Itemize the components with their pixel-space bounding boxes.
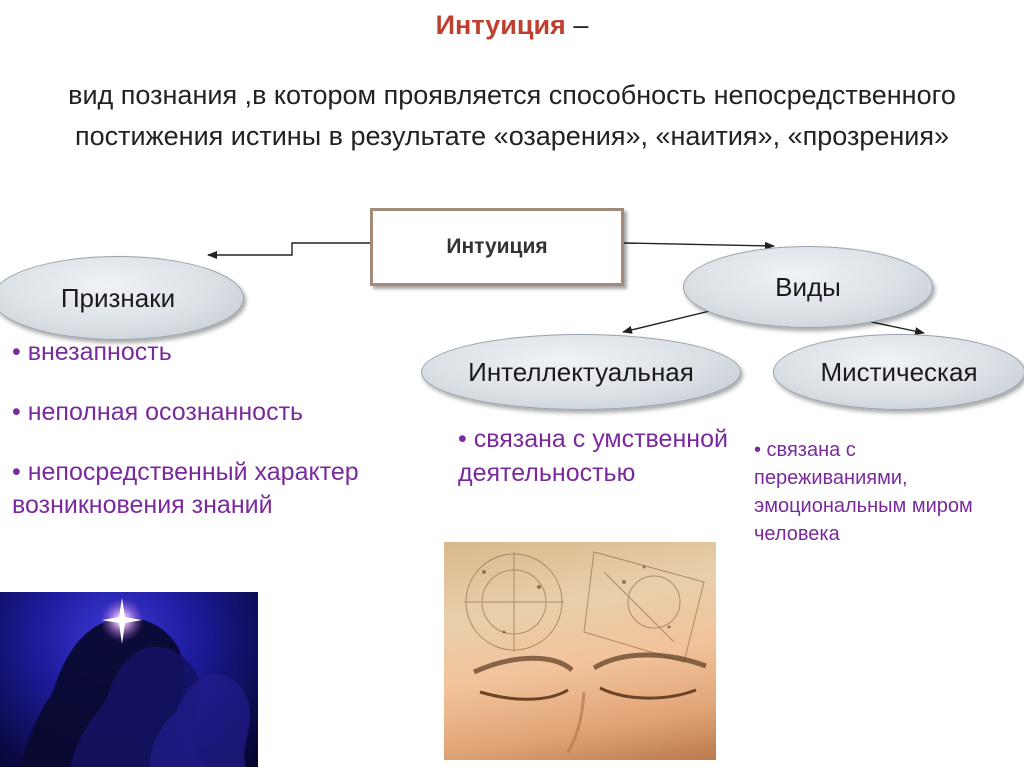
node-vidy: Виды <box>683 246 933 328</box>
arrow-to-intellectual <box>622 309 715 334</box>
priznak-item-partial-awareness: • неполная осознанность <box>12 398 304 426</box>
slide-title: Интуиция – <box>0 8 1024 42</box>
title-dash: – <box>565 10 589 40</box>
intellectual-description: • связана с умственной деятельностью <box>458 425 728 487</box>
node-priznaki-label: Признаки <box>60 282 176 313</box>
priznak-item-direct-character: • непосредственный характер возникновени… <box>12 458 359 519</box>
head-silhouette-image <box>0 592 258 767</box>
title-term: Интуиция <box>435 10 566 40</box>
node-vidy-label: Виды <box>775 271 841 302</box>
node-intellectual: Интеллектуальная <box>421 334 741 410</box>
arrow-to-vidy <box>623 241 775 250</box>
node-mystical: Мистическая <box>773 334 1024 410</box>
center-box-intuition: Интуиция <box>370 208 624 286</box>
mystical-description: • связана с переживаниями, эмоциональным… <box>754 439 973 545</box>
closed-eyes-face-image <box>444 542 716 760</box>
node-intellectual-label: Интеллектуальная <box>468 356 694 387</box>
priznak-item-suddenness: • внезапность <box>12 338 172 366</box>
star-chart-face-icon <box>464 551 707 753</box>
node-priznaki: Признаки <box>0 256 244 340</box>
arrow-to-priznaki <box>207 242 370 259</box>
definition-text: вид познания ,в котором проявляется спос… <box>68 80 956 151</box>
head-silhouette-icon <box>20 598 251 767</box>
node-mystical-label: Мистическая <box>820 356 978 387</box>
